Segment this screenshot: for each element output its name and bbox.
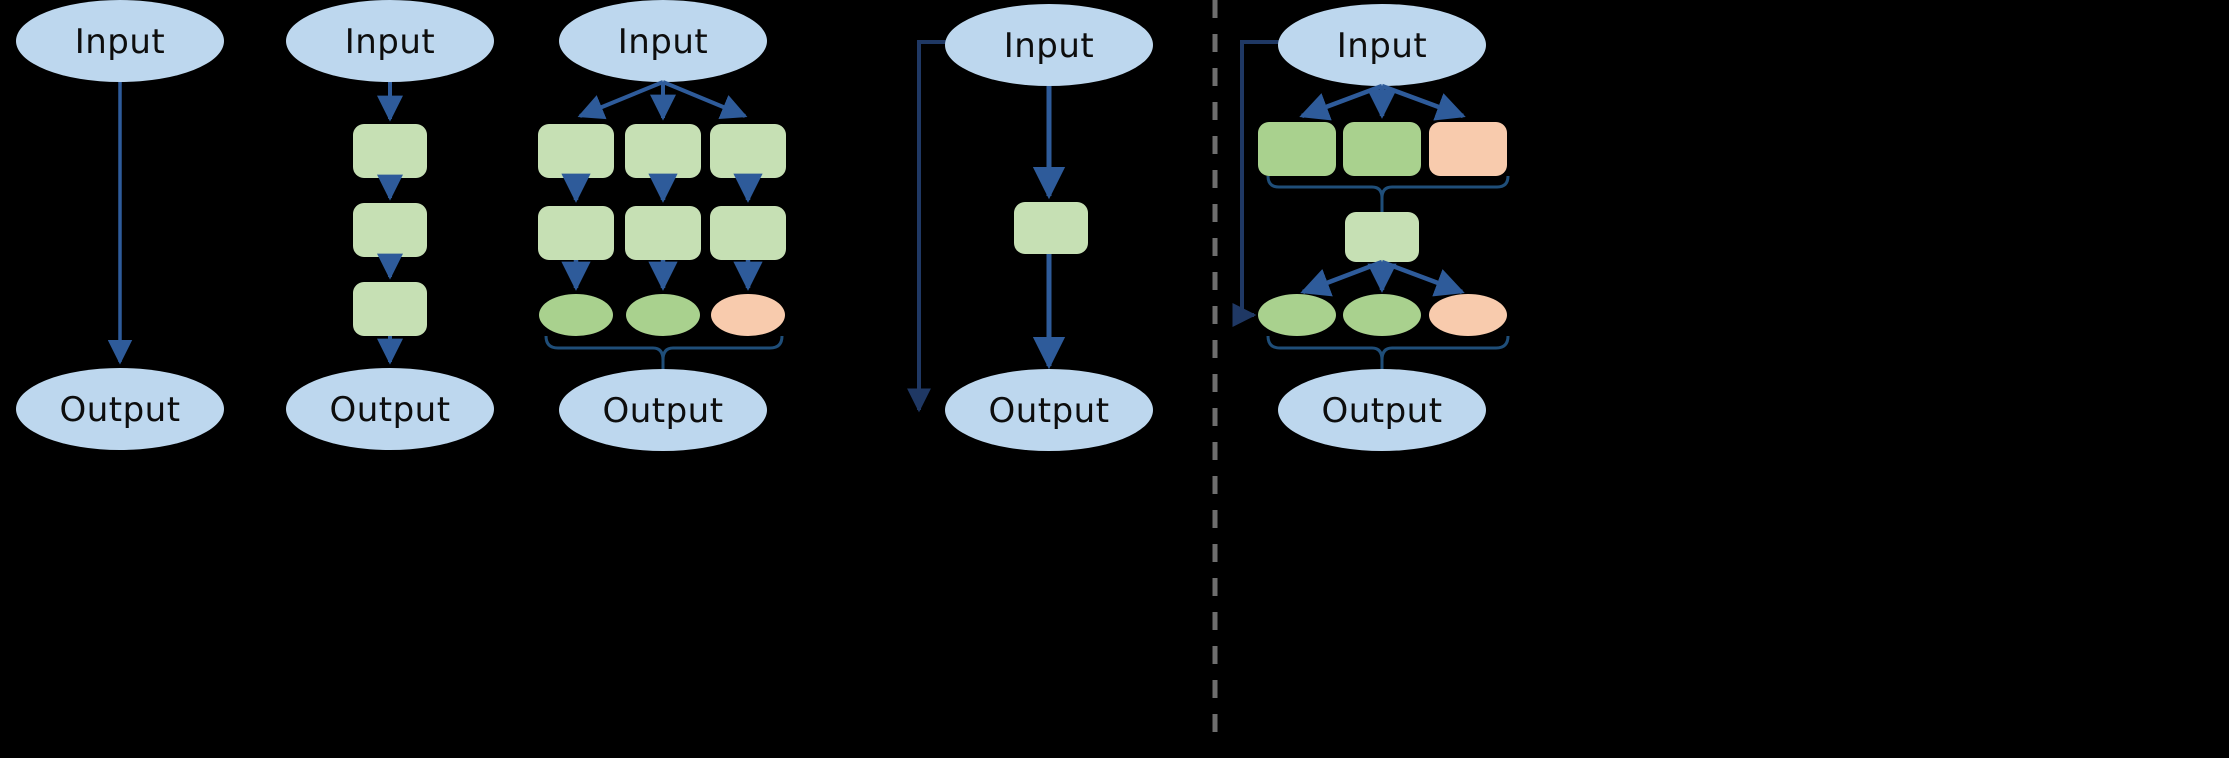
input-label: Input [1004,26,1095,66]
output-node[interactable] [559,369,767,451]
branch-block-r2c2[interactable] [625,206,701,260]
output-label: Output [59,390,180,430]
input-label: Input [1337,26,1428,66]
output-label: Output [1321,391,1442,431]
merge-brace-top [1266,175,1510,199]
input-node[interactable] [286,0,494,82]
panel-2: Input Output [286,0,494,450]
panel-5: Input Outpu [1232,4,1510,451]
branch-output-r3c2[interactable] [626,294,700,336]
panel-4: Input Output [907,4,1153,451]
edge-fanout-left [1299,83,1383,121]
input-node[interactable] [1278,4,1486,86]
branch-output-r3c1[interactable] [539,294,613,336]
edge-fanout-right [1381,83,1466,121]
branch-block-r1c1[interactable] [1258,122,1336,176]
edge-fusion-fanout-left [1300,259,1383,297]
block-stage-1[interactable] [1014,202,1088,254]
output-node[interactable] [1278,369,1486,451]
block-stage-1[interactable] [353,124,427,178]
input-label: Input [75,22,166,62]
input-node[interactable] [945,4,1153,86]
output-node[interactable] [286,368,494,450]
block-stage-2[interactable] [353,203,427,257]
output-node[interactable] [945,369,1153,451]
input-label: Input [345,22,436,62]
branch-output-r2c1[interactable] [1258,294,1336,336]
edge-fanout-right [662,80,748,120]
branch-output-r2c3[interactable] [1429,294,1507,336]
panel-1: Input Output [16,0,224,450]
input-node[interactable] [16,0,224,82]
block-stage-3[interactable] [353,282,427,336]
input-label: Input [618,22,709,62]
output-node[interactable] [16,368,224,450]
branch-block-r1c2[interactable] [625,124,701,178]
edge-fanout-left [577,80,664,120]
branch-block-r1c1[interactable] [538,124,614,178]
input-node[interactable] [559,0,767,82]
output-label: Output [602,391,723,431]
output-label: Output [329,390,450,430]
branch-output-r2c2[interactable] [1343,294,1421,336]
branch-block-r1c2[interactable] [1343,122,1421,176]
skip-connection [907,40,1000,413]
branch-output-r3c3[interactable] [711,294,785,336]
panel-3: Input [538,0,786,451]
merge-brace-bottom [1266,335,1510,361]
output-label: Output [988,391,1109,431]
branch-block-r2c3[interactable] [710,206,786,260]
skip-connection [1232,40,1330,327]
branch-block-r1c3[interactable] [1429,122,1507,176]
branch-block-r1c3[interactable] [710,124,786,178]
fusion-block[interactable] [1345,212,1419,262]
merge-brace [544,335,784,361]
branch-block-r2c1[interactable] [538,206,614,260]
edge-fusion-fanout-right [1381,259,1465,297]
